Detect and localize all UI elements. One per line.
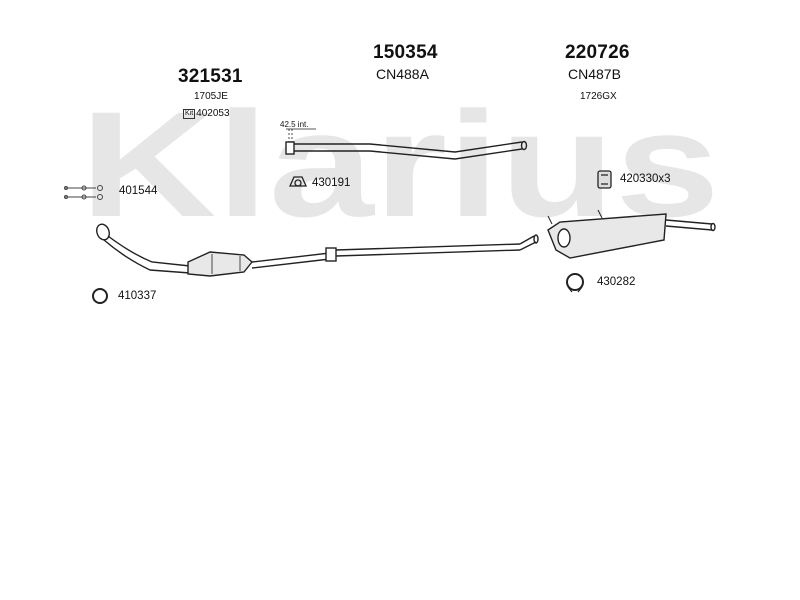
bolts-part-number: 401544 <box>119 185 158 197</box>
front-part-number: 321531 <box>178 66 243 87</box>
kit-badge: Kit <box>183 109 196 119</box>
ring-front-icon <box>92 288 108 304</box>
clamp-icon <box>597 170 612 189</box>
mount-icon <box>288 176 308 187</box>
ring-rear-part-number: 430282 <box>597 276 636 288</box>
front-code: 1705JE <box>194 91 228 102</box>
middle-code: CN488A <box>376 66 429 82</box>
rear-silencer <box>547 209 716 259</box>
ring-rear-icon <box>566 273 584 293</box>
kit-number: 402053 <box>196 108 230 119</box>
bolts-icon <box>64 185 103 200</box>
rear-code-2: 1726GX <box>580 91 617 102</box>
dimension-note: 42.5 int. <box>280 120 309 129</box>
rear-code: CN487B <box>568 66 621 82</box>
rear-part-number: 220726 <box>565 42 630 63</box>
middle-part-number: 150354 <box>373 42 438 63</box>
ring-front-part-number: 410337 <box>118 290 157 302</box>
middle-pipe <box>285 128 528 160</box>
front-pipe <box>96 223 539 277</box>
mount-part-number: 430191 <box>312 177 351 189</box>
clamp-part-number: 420330x3 <box>620 173 671 185</box>
